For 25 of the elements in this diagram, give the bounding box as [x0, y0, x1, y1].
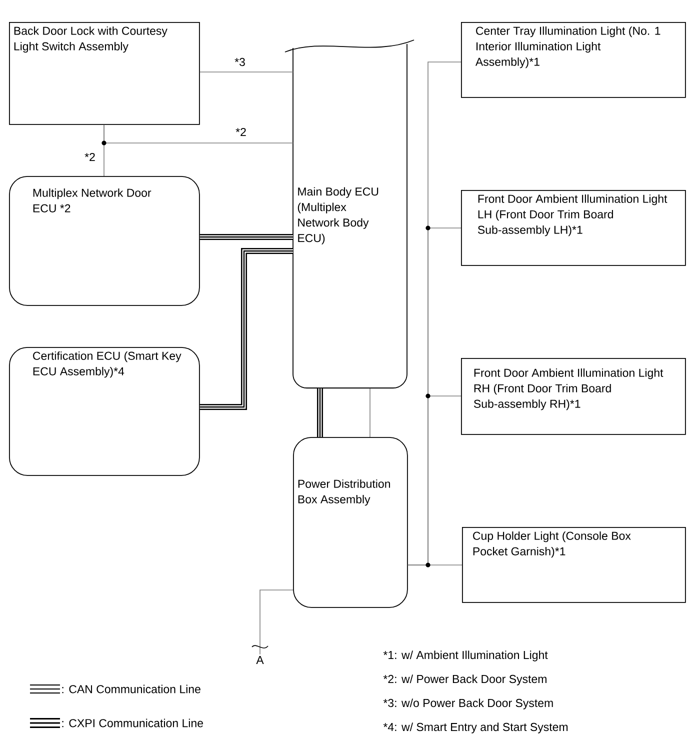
component-box: Cup Holder Light (Console Box Pocket Garnish)*1	[462, 527, 686, 603]
footnote: *2: w/ Power Back Door System	[383, 674, 546, 686]
component-box: Multiplex Network Door ECU *2	[9, 176, 200, 306]
wire	[260, 590, 294, 655]
edge-label: *2	[234, 126, 248, 138]
footnote: *1: w/ Ambient Illumination Light	[383, 650, 548, 662]
component-box: Power Distribution Box Assembly	[293, 437, 408, 608]
component-box: Main Body ECU (Multiplex Network Body ECU)	[284, 40, 414, 388]
footnote: *4: w/ Smart Entry and Start System	[383, 722, 568, 734]
component-box: Front Door Ambient Illumination Light LH (Front Door Trim Board Sub-assembly LH)*1	[461, 190, 686, 266]
communication-bus	[200, 234, 293, 240]
wire	[104, 124, 294, 144]
component-box: Back Door Lock with Courtesy Light Switch Assembly	[9, 22, 200, 125]
legend-text: : CAN Communication Line	[62, 684, 200, 694]
connector-label: A	[256, 656, 264, 664]
component-box: Center Tray Illumination Light (No. 1 Interior Illumination Light Assembly)*1	[461, 22, 686, 98]
wire	[408, 564, 462, 566]
edge-label: *2	[84, 152, 96, 162]
legend-text: : CXPI Communication Line	[62, 718, 203, 728]
edge-label: *3	[234, 56, 246, 68]
component-box: Certification ECU (Smart Key ECU Assembly)*4	[9, 347, 200, 476]
communication-bus	[317, 388, 323, 437]
component-box: Front Door Ambient Illumination Light RH (Front Door Trim Board Sub-assembly RH)*1	[461, 358, 686, 435]
footnote: *3: w/o Power Back Door System	[383, 698, 553, 710]
communication-bus	[200, 248, 293, 410]
